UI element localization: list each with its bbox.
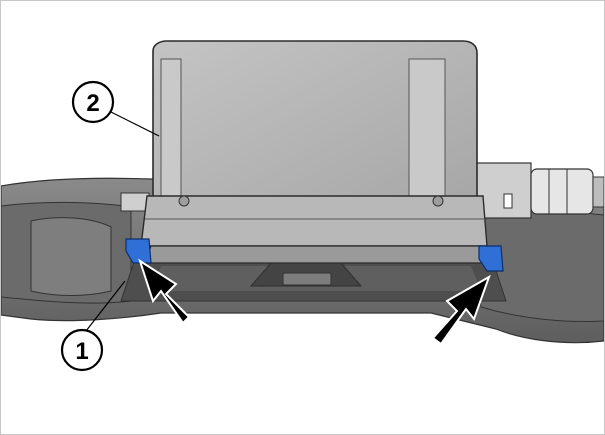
callout-1: 1 — [60, 328, 104, 372]
press-arrows — [138, 258, 491, 346]
connector-cable — [120, 162, 604, 219]
right-clip — [478, 245, 504, 272]
callout-1-label: 1 — [75, 338, 88, 365]
right-press-arrow — [431, 274, 491, 346]
left-press-arrow — [138, 258, 191, 325]
callout-2-label: 2 — [86, 90, 99, 117]
control-unit-housing — [140, 40, 494, 264]
retaining-clips — [125, 238, 504, 272]
leader-line-1 — [85, 280, 126, 332]
callout-2: 2 — [71, 80, 115, 124]
